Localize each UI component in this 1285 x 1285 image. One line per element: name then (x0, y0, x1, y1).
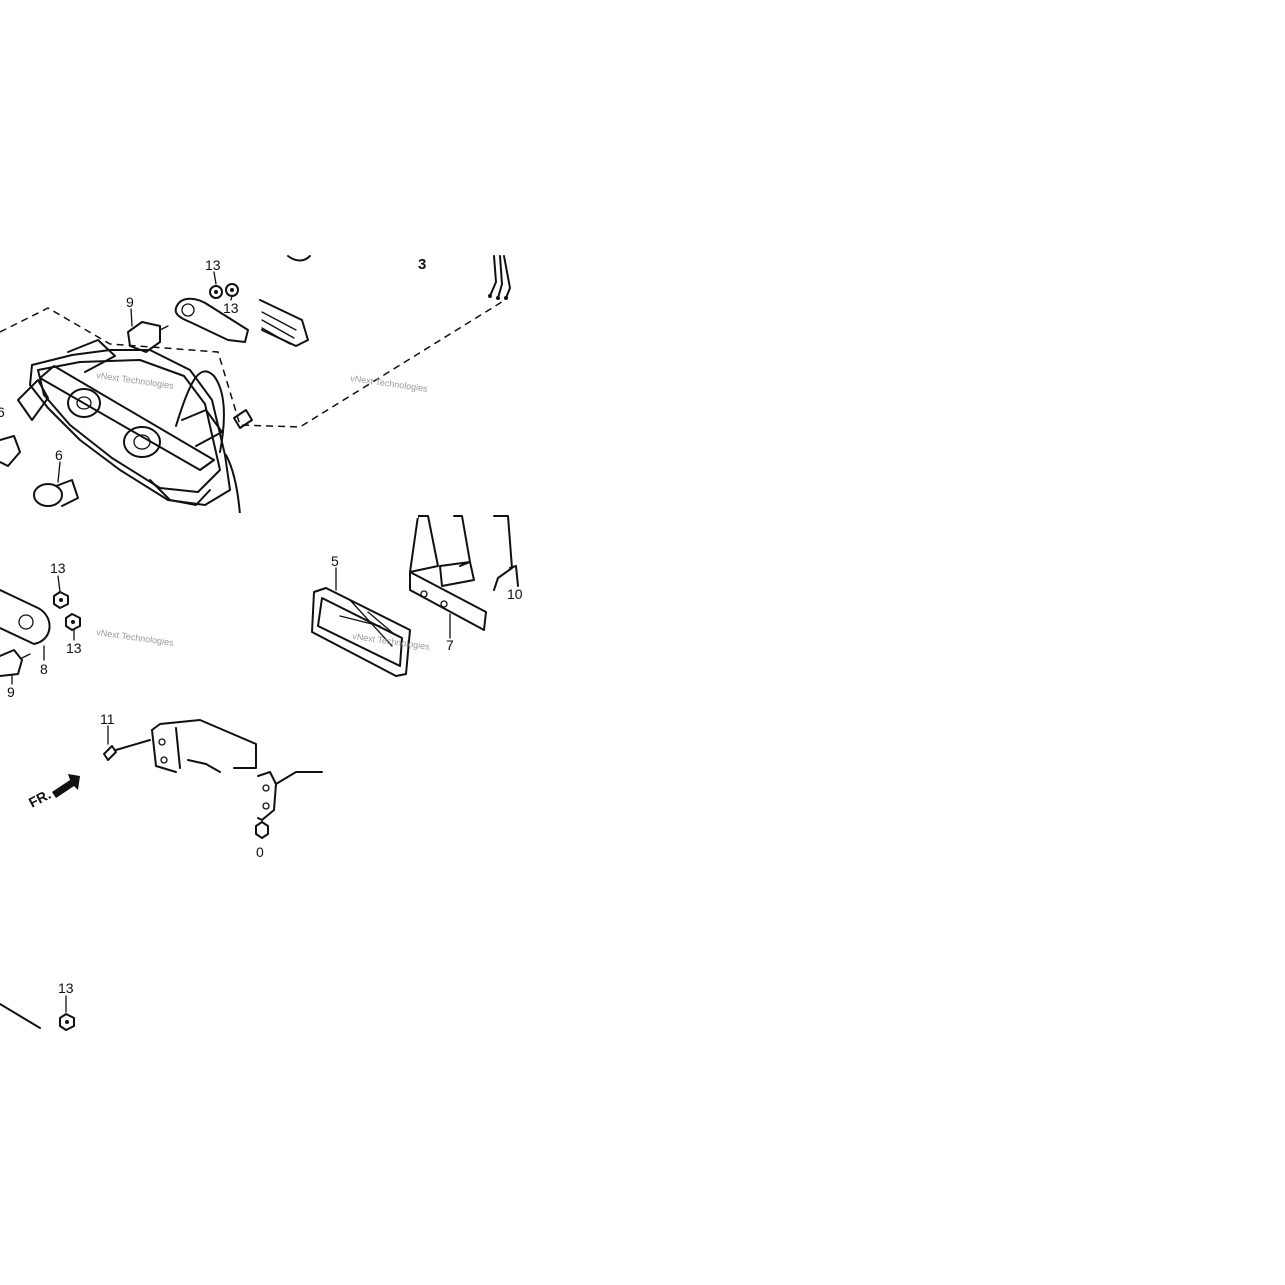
wiring-lead (488, 255, 511, 300)
bolt (103, 739, 151, 761)
rear-fender-piece (259, 255, 311, 347)
nut-bottom (0, 1003, 75, 1031)
callout-13e: 13 (58, 980, 74, 996)
front-direction-label: FR. (26, 786, 53, 811)
leader-lines (11, 271, 451, 1013)
callout-13d: 13 (66, 640, 82, 656)
front-arrow (52, 774, 80, 798)
stay-bracket-top (174, 297, 249, 343)
watermark-3: vNext Technologies (96, 627, 175, 648)
bulb-left (0, 435, 21, 467)
nut-mid-b (65, 613, 81, 631)
nut-top-a (209, 285, 223, 299)
callout-13c: 13 (50, 560, 66, 576)
callout-11: 11 (100, 711, 115, 727)
nut-lower (255, 821, 269, 839)
stay-bracket (0, 589, 51, 645)
reflector (311, 587, 411, 677)
tail-light-assembly (0, 299, 506, 516)
callout-6b: 6 (55, 447, 63, 463)
tile-gap-1 (0, 513, 258, 521)
callout-10b: 0 (256, 844, 264, 860)
nut-top-b (225, 283, 239, 297)
callout-13a: 13 (205, 257, 221, 273)
callout-3: 3 (418, 256, 426, 273)
license-holder (151, 719, 323, 821)
rubber-mount-top (127, 321, 169, 353)
nut-mid-a (53, 591, 69, 609)
callout-7: 7 (446, 637, 454, 653)
callout-8: 8 (40, 661, 48, 677)
tile-gap-2 (258, 514, 418, 518)
rubber-mount-mid (0, 649, 31, 677)
callout-13b: 13 (223, 300, 239, 316)
callout-6a: 6 (0, 404, 5, 420)
watermark-1: vNext Technologies (96, 370, 175, 391)
callout-9a: 9 (126, 294, 134, 310)
reflector-bracket (409, 515, 519, 631)
callout-10a: 10 (507, 586, 523, 602)
callout-9b: 9 (7, 684, 15, 700)
callout-5: 5 (331, 553, 339, 569)
watermark-2: vNext Technologies (350, 373, 429, 394)
bulb-lower (33, 479, 79, 507)
screw-side (233, 409, 253, 429)
